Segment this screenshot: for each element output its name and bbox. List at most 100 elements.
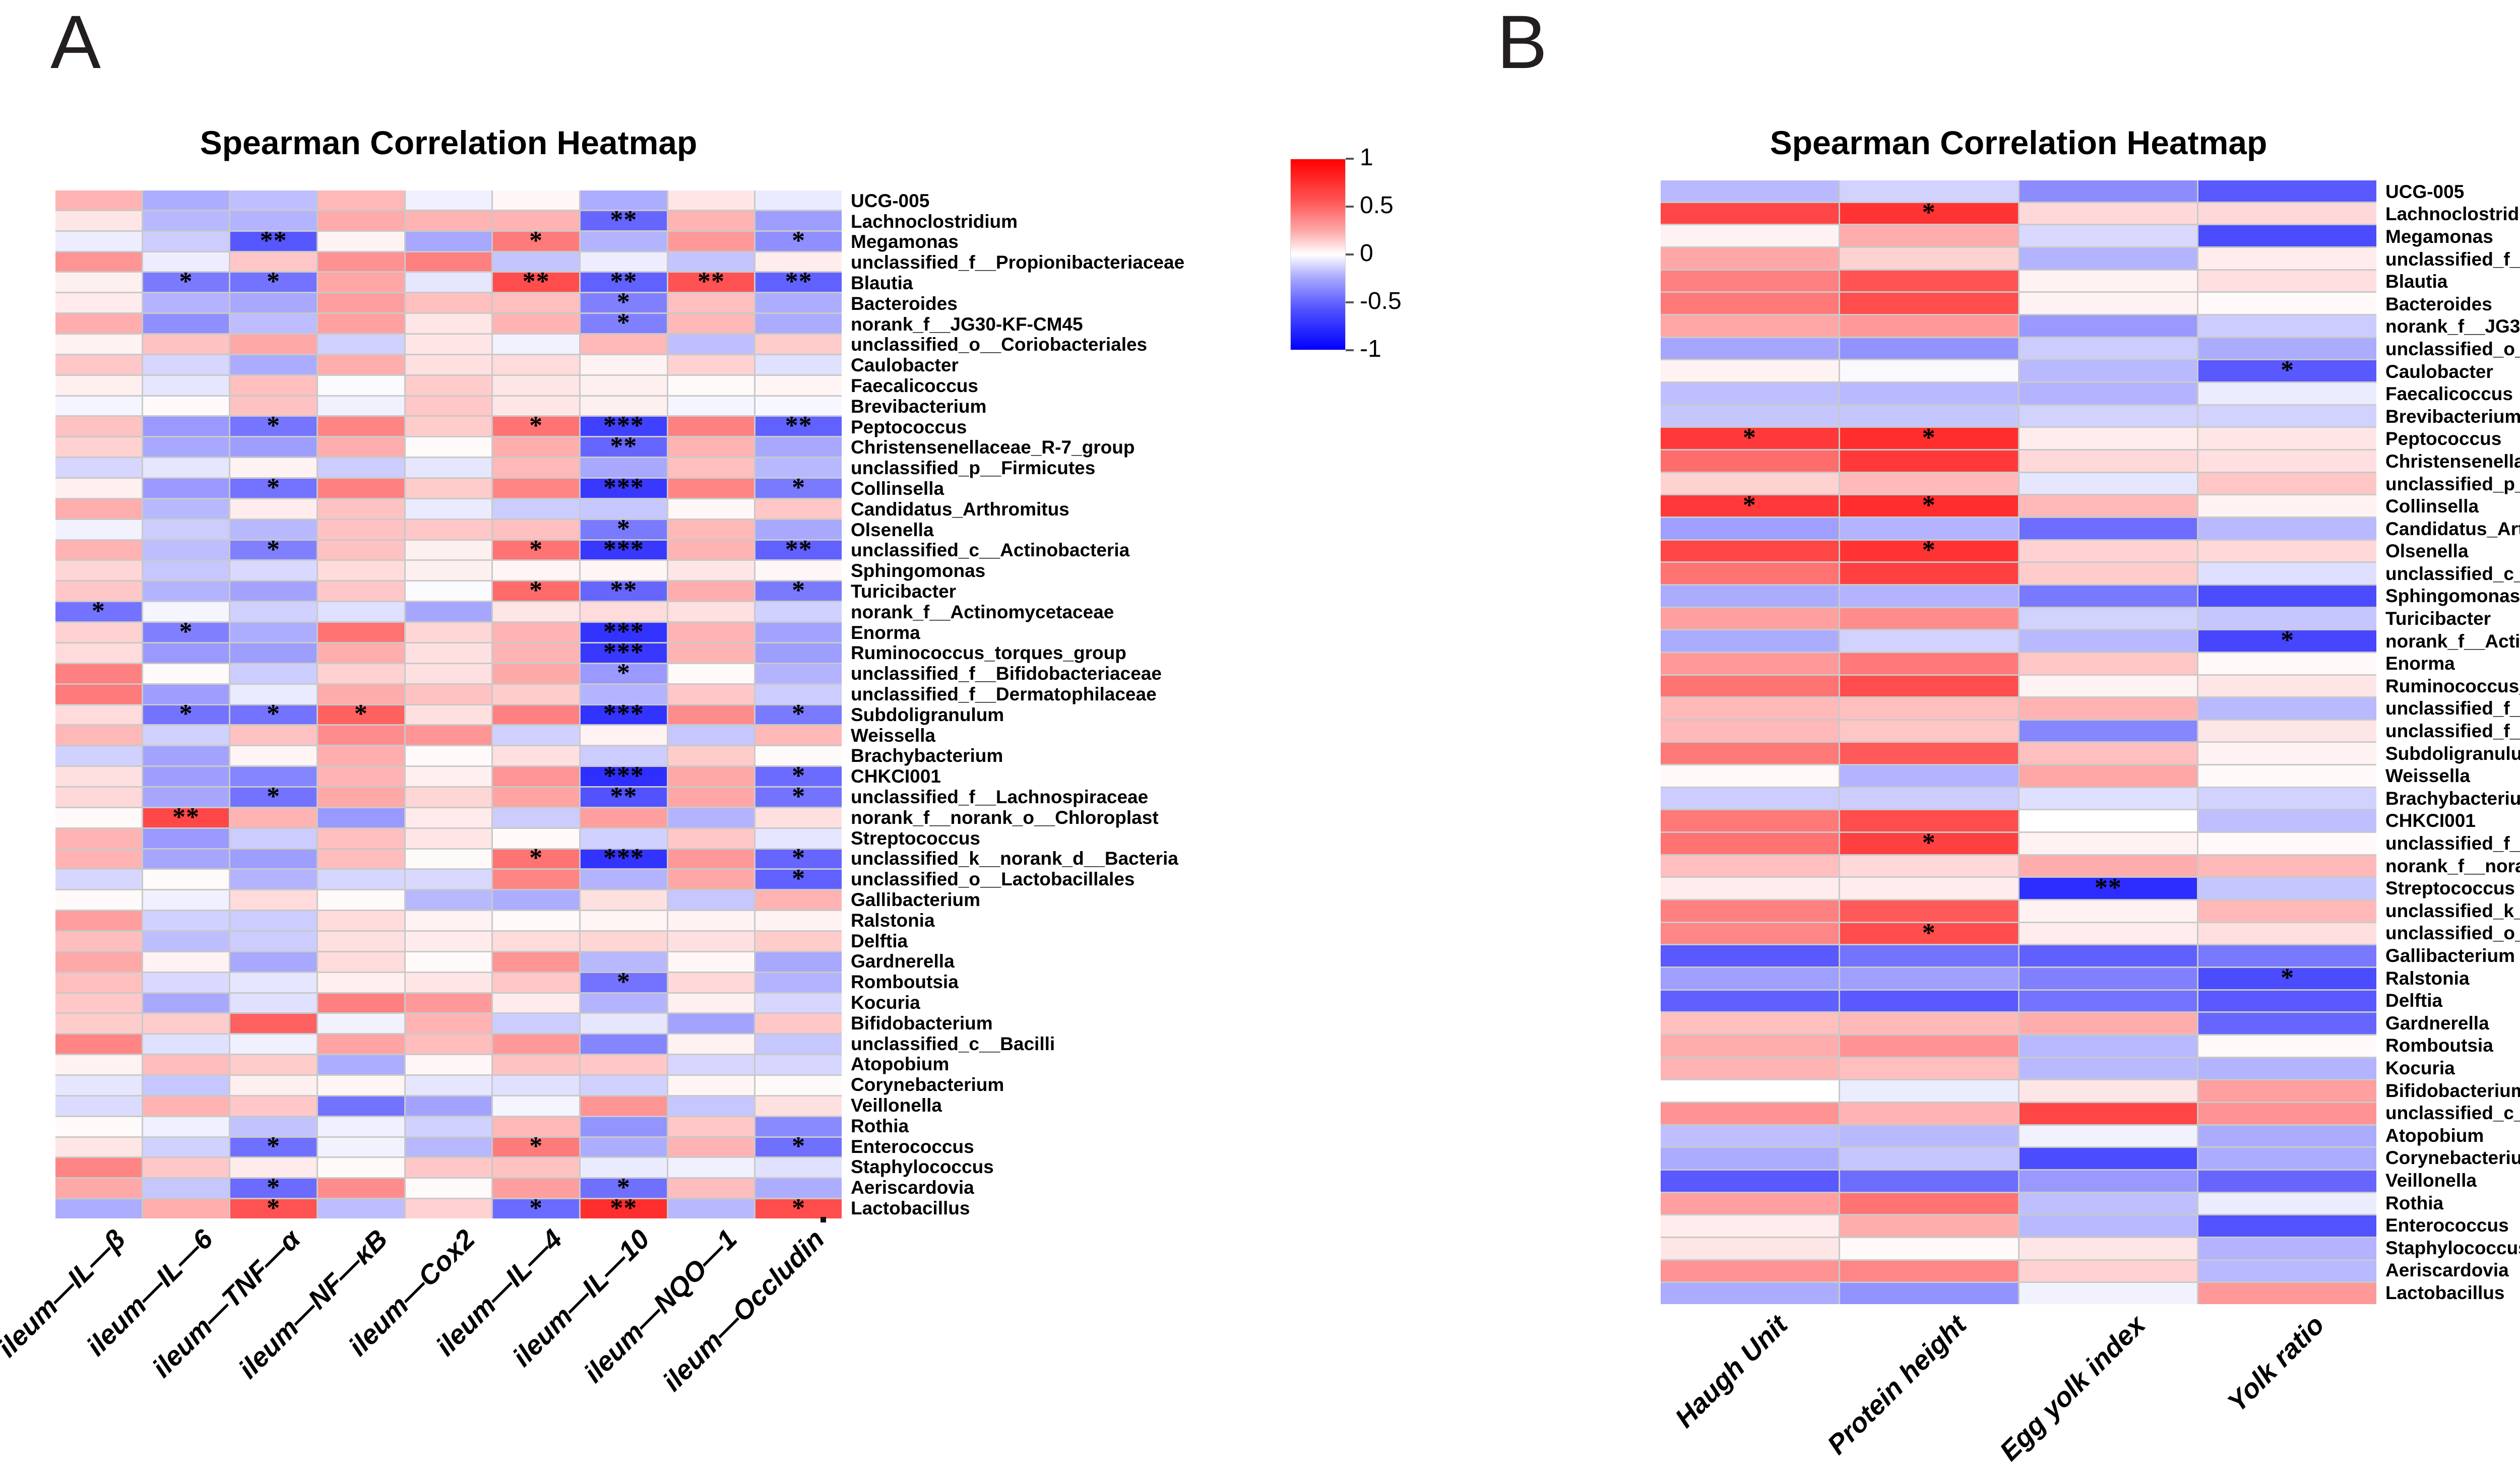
heatmap-cell[interactable]: * <box>755 701 842 727</box>
heatmap-cell[interactable] <box>318 1137 404 1157</box>
heatmap-cell[interactable] <box>2019 450 2197 472</box>
heatmap-cell[interactable] <box>318 1199 404 1218</box>
heatmap-cell[interactable] <box>493 479 579 498</box>
heatmap-cell[interactable]: * <box>230 701 317 727</box>
heatmap-cell[interactable]: * <box>230 1133 317 1159</box>
heatmap-cell[interactable] <box>581 1117 667 1136</box>
heatmap-cell[interactable] <box>1661 653 1839 674</box>
heatmap-cell[interactable] <box>55 623 142 642</box>
heatmap-cell[interactable] <box>668 808 754 827</box>
heatmap-cell[interactable] <box>755 973 842 992</box>
heatmap-cell[interactable] <box>318 870 404 889</box>
heatmap-cell[interactable]: * <box>1840 492 2018 519</box>
heatmap-cell[interactable] <box>405 684 492 704</box>
heatmap-cell[interactable] <box>405 479 492 498</box>
heatmap-cell[interactable] <box>668 1035 754 1054</box>
heatmap-cell[interactable] <box>405 1199 492 1218</box>
heatmap-cell[interactable] <box>318 1117 404 1136</box>
heatmap-cell[interactable] <box>230 335 317 354</box>
heatmap-cell[interactable] <box>668 1199 754 1218</box>
heatmap-cell[interactable] <box>1840 1080 2018 1102</box>
heatmap-cell[interactable] <box>668 1137 754 1157</box>
heatmap-cell[interactable] <box>405 890 492 910</box>
heatmap-cell[interactable] <box>2198 225 2376 246</box>
heatmap-cell[interactable] <box>143 1179 229 1198</box>
heatmap-cell[interactable]: ** <box>493 269 579 295</box>
heatmap-cell[interactable] <box>668 1075 754 1095</box>
heatmap-cell[interactable] <box>2019 1036 2197 1057</box>
heatmap-cell[interactable] <box>1661 180 1839 202</box>
heatmap-cell[interactable] <box>55 870 142 889</box>
heatmap-cell[interactable] <box>230 1096 317 1116</box>
heatmap-cell[interactable] <box>55 726 142 745</box>
heatmap-cell[interactable] <box>493 870 579 889</box>
heatmap-cell[interactable] <box>143 314 229 334</box>
heatmap-cell[interactable] <box>668 849 754 869</box>
heatmap-cell[interactable] <box>755 993 842 1013</box>
heatmap-cell[interactable]: * <box>493 845 579 871</box>
heatmap-cell[interactable] <box>405 828 492 848</box>
heatmap-cell[interactable] <box>230 993 317 1013</box>
heatmap-cell[interactable] <box>1661 1103 1839 1124</box>
heatmap-cell[interactable] <box>230 726 317 745</box>
heatmap-cell[interactable] <box>1661 743 1839 764</box>
heatmap-cell[interactable] <box>55 355 142 374</box>
heatmap-cell[interactable] <box>2019 923 2197 944</box>
heatmap-cell[interactable] <box>668 1179 754 1198</box>
heatmap-cell[interactable] <box>318 726 404 745</box>
heatmap-cell[interactable] <box>318 952 404 972</box>
heatmap-cell[interactable] <box>1840 630 2018 652</box>
heatmap-cell[interactable] <box>2198 1171 2376 1192</box>
heatmap-cell[interactable] <box>318 190 404 210</box>
heatmap-cell[interactable] <box>2198 923 2376 944</box>
heatmap-cell[interactable] <box>1840 810 2018 832</box>
heatmap-cell[interactable] <box>55 890 142 910</box>
heatmap-cell[interactable] <box>493 1117 579 1136</box>
heatmap-cell[interactable] <box>318 973 404 992</box>
heatmap-cell[interactable] <box>318 540 404 560</box>
heatmap-cell[interactable] <box>1840 1103 2018 1124</box>
heatmap-cell[interactable] <box>318 643 404 663</box>
heatmap-cell[interactable] <box>668 602 754 622</box>
heatmap-cell[interactable] <box>143 973 229 992</box>
heatmap-cell[interactable] <box>2019 360 2197 381</box>
heatmap-cell[interactable] <box>55 293 142 313</box>
heatmap-cell[interactable] <box>1661 1013 1839 1035</box>
heatmap-cell[interactable] <box>230 952 317 972</box>
heatmap-cell[interactable] <box>318 911 404 930</box>
heatmap-cell[interactable] <box>230 252 317 272</box>
heatmap-cell[interactable] <box>2019 428 2197 449</box>
heatmap-cell[interactable] <box>493 684 579 704</box>
heatmap-cell[interactable] <box>55 808 142 827</box>
heatmap-cell[interactable] <box>1661 1125 1839 1147</box>
heatmap-cell[interactable] <box>493 911 579 930</box>
heatmap-cell[interactable] <box>755 1096 842 1116</box>
heatmap-cell[interactable] <box>55 417 142 436</box>
heatmap-cell[interactable] <box>668 1117 754 1136</box>
heatmap-cell[interactable] <box>668 911 754 930</box>
heatmap-cell[interactable] <box>55 231 142 251</box>
heatmap-cell[interactable] <box>668 870 754 889</box>
heatmap-cell[interactable]: * <box>230 1175 317 1201</box>
heatmap-cell[interactable]: * <box>581 515 667 542</box>
heatmap-cell[interactable] <box>2019 225 2197 246</box>
heatmap-cell[interactable] <box>668 1096 754 1116</box>
heatmap-cell[interactable] <box>581 1035 667 1054</box>
heatmap-cell[interactable] <box>581 1158 667 1178</box>
heatmap-cell[interactable] <box>143 458 229 478</box>
heatmap-cell[interactable] <box>668 293 754 313</box>
heatmap-cell[interactable] <box>755 1014 842 1034</box>
heatmap-cell[interactable] <box>2019 473 2197 494</box>
heatmap-cell[interactable] <box>318 355 404 374</box>
heatmap-cell[interactable] <box>55 911 142 930</box>
heatmap-cell[interactable] <box>2019 945 2197 967</box>
heatmap-cell[interactable] <box>318 417 404 436</box>
heatmap-cell[interactable] <box>405 726 492 745</box>
heatmap-cell[interactable] <box>2019 1125 2197 1147</box>
heatmap-cell[interactable] <box>143 1035 229 1054</box>
heatmap-cell[interactable]: * <box>755 227 842 253</box>
heatmap-cell[interactable] <box>2019 900 2197 922</box>
heatmap-cell[interactable] <box>55 1158 142 1178</box>
heatmap-cell[interactable] <box>55 931 142 951</box>
heatmap-cell[interactable] <box>1840 315 2018 337</box>
